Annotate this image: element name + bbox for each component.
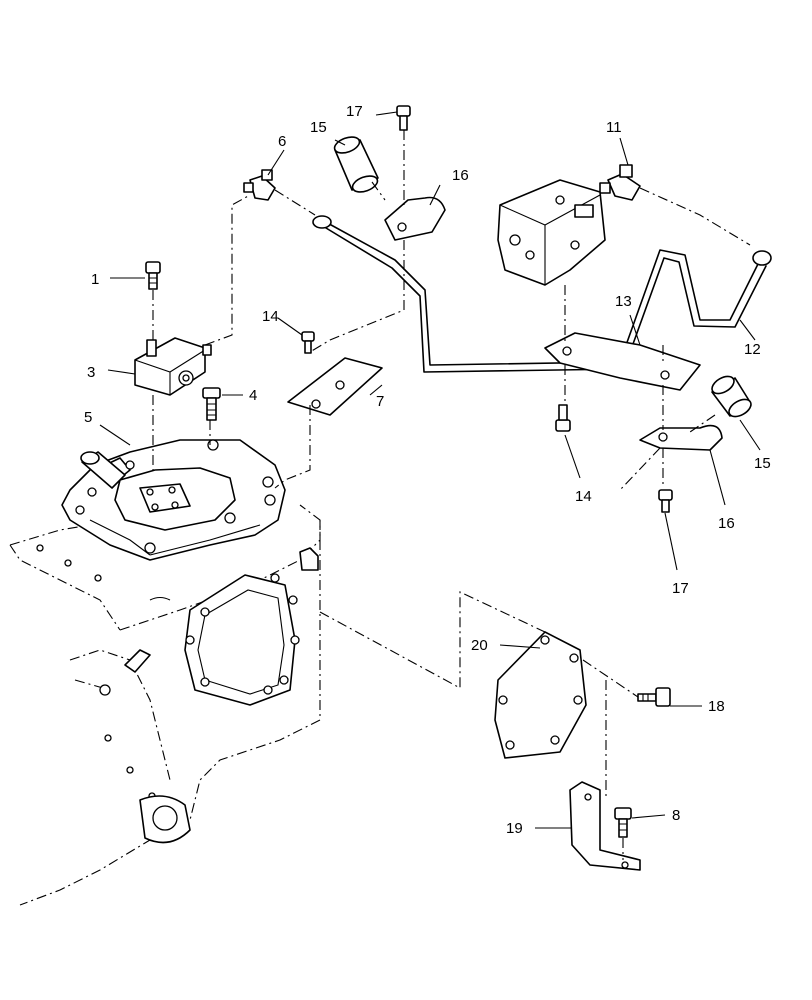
part-16-clamp-upper <box>384 196 446 241</box>
part-8-bolt <box>614 807 632 838</box>
part-17-bolt-upper <box>396 105 411 131</box>
part-7-plate <box>287 357 383 416</box>
transmission-housing <box>9 504 321 906</box>
part-19-bracket <box>569 781 641 871</box>
part-13-bracket <box>544 332 701 391</box>
callout-18: 18 <box>708 698 725 715</box>
callout-6: 6 <box>278 133 286 150</box>
leader-lines <box>99 111 761 829</box>
callout-15-upper: 15 <box>310 119 327 136</box>
part-3-valve-block <box>134 337 212 396</box>
callout-3: 3 <box>87 364 95 381</box>
callout-8: 8 <box>672 807 680 824</box>
callout-17-lower: 17 <box>672 580 689 597</box>
part-5-pump-cover <box>61 439 286 561</box>
callout-14-right: 14 <box>575 488 592 505</box>
callout-20: 20 <box>471 637 488 654</box>
callout-16-upper: 16 <box>452 167 469 184</box>
part-6-elbow-fitting <box>243 169 276 201</box>
control-valve-block <box>497 179 606 286</box>
part-14-bolt-right <box>555 404 571 432</box>
callout-12: 12 <box>744 341 761 358</box>
callout-11: 11 <box>606 119 622 136</box>
part-4-bolt <box>202 387 221 421</box>
callout-5: 5 <box>84 409 92 426</box>
callout-19: 19 <box>506 820 523 837</box>
part-16-clamp-lower <box>639 424 723 451</box>
callout-1: 1 <box>91 271 99 288</box>
part-11-elbow-fitting <box>599 164 641 201</box>
callout-labels: 1 3 4 5 6 7 8 11 12 13 14 14 15 15 16 16… <box>84 103 771 837</box>
part-17-bolt-lower <box>658 489 673 513</box>
assembly-centerlines <box>152 130 751 860</box>
part-1-bolt <box>145 261 161 290</box>
callout-17-upper: 17 <box>346 103 363 120</box>
part-14-bolt-left <box>301 331 315 354</box>
callout-16-lower: 16 <box>718 515 735 532</box>
part-20-cover-plate <box>494 631 587 759</box>
part-15-sleeve-lower <box>711 375 752 418</box>
callout-15-lower: 15 <box>754 455 771 472</box>
callout-14-left: 14 <box>262 308 279 325</box>
callout-7: 7 <box>376 393 384 410</box>
part-15-sleeve-upper <box>333 136 379 193</box>
callout-13: 13 <box>615 293 632 310</box>
callout-4: 4 <box>249 387 257 404</box>
part-18-bolt <box>637 687 671 707</box>
part-12-hydraulic-pipe <box>312 215 772 373</box>
